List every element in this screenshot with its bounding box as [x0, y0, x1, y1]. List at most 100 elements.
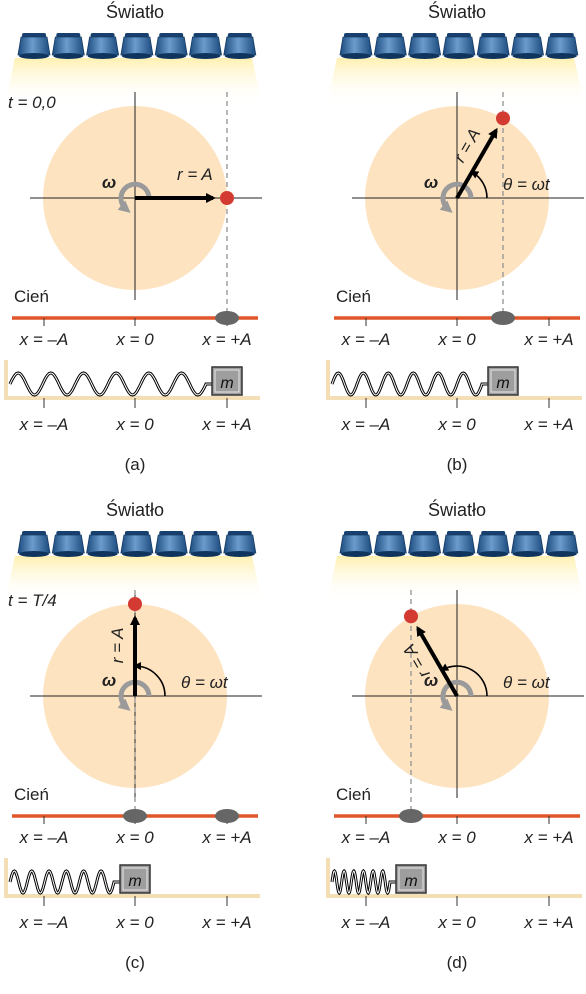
lamp-icon	[17, 33, 51, 59]
lamp-shade	[442, 36, 476, 56]
lamp-shade	[189, 36, 222, 56]
lamp-shade	[545, 534, 579, 554]
time-label: t = 0,0	[8, 93, 56, 112]
shadow-tick-label: x = –A	[19, 330, 69, 349]
theta-arc	[470, 171, 488, 199]
shadow-blob	[123, 809, 147, 823]
mass-block-icon: m	[487, 366, 519, 396]
omega-rotation-icon	[117, 181, 152, 213]
rotating-point	[496, 111, 510, 126]
panel-caption: (b)	[447, 455, 468, 474]
spring-tick-label: x = +A	[201, 913, 251, 932]
theta-arc	[133, 662, 166, 697]
shadow-tick-label: x = –A	[341, 330, 391, 349]
lamp-shade	[154, 534, 188, 554]
lamp-rim	[443, 551, 474, 557]
mass-block	[211, 366, 243, 396]
lamp-icon	[373, 33, 407, 59]
mass-block	[487, 366, 519, 396]
lamp-rim	[190, 551, 221, 557]
light-beam	[5, 556, 262, 602]
omega-label: ω	[102, 671, 116, 690]
lamp-rim	[19, 53, 49, 59]
lamp-icon	[86, 33, 120, 59]
lamp-shade	[120, 36, 154, 56]
radius-label: r = A	[177, 165, 213, 184]
spring-track	[4, 360, 260, 400]
spring-icon	[330, 868, 396, 896]
lamp-icon	[373, 531, 407, 557]
shadow-tick-label: x = 0	[437, 828, 476, 847]
lamp-rim	[190, 53, 221, 59]
spring-tick-label: x = 0	[437, 415, 476, 434]
lamp-icon	[339, 33, 373, 59]
mass-block-bevel	[122, 867, 148, 891]
lamp-shade	[17, 36, 51, 56]
spring-tick-label: x = +A	[523, 415, 573, 434]
shadow-blob	[399, 809, 423, 823]
light-label: Światło	[106, 1, 164, 22]
rotating-point	[128, 597, 142, 611]
mass-block	[395, 864, 427, 894]
spring-coil-inner	[9, 870, 120, 894]
light-label: Światło	[428, 499, 486, 520]
shadow-blob-previous	[215, 809, 239, 823]
shadow-blob	[491, 311, 515, 325]
spring-icon	[8, 869, 120, 895]
lamp-icon	[223, 33, 257, 59]
lamp-icon	[189, 531, 222, 557]
lamp-shade	[339, 36, 373, 56]
lamp-rim	[341, 53, 371, 59]
lamp-icon	[120, 33, 154, 59]
spring-tick-label: x = –A	[19, 415, 69, 434]
lamp-rim	[53, 53, 84, 59]
lamp-icon	[86, 531, 120, 557]
shadow-tick-label: x = +A	[523, 828, 573, 847]
lamp-rim	[87, 53, 118, 59]
panel-caption: (d)	[447, 953, 468, 972]
light-label: Światło	[428, 1, 486, 22]
lamp-icon	[511, 33, 544, 59]
lamp-icon	[511, 531, 544, 557]
lamp-rim	[375, 551, 406, 557]
panel-caption: (c)	[125, 953, 145, 972]
lamp-icon	[51, 33, 85, 59]
lamp-icon	[51, 531, 85, 557]
lamp-icon	[154, 33, 188, 59]
lamp-rim	[546, 551, 577, 557]
light-label: Światło	[106, 499, 164, 520]
lamp-rim	[341, 551, 371, 557]
spring-tick-label: x = 0	[115, 913, 154, 932]
lamp-shade	[51, 534, 85, 554]
lamp-rim	[375, 53, 406, 59]
lamp-shade	[442, 534, 476, 554]
radius-label: r = A	[108, 628, 127, 664]
shadow-blob	[215, 311, 239, 325]
spring-tick-label: x = 0	[437, 913, 476, 932]
lamp-shade	[86, 534, 120, 554]
shadow-label: Cień	[336, 785, 371, 804]
omega-arrow	[117, 181, 152, 213]
omega-rotation-icon	[117, 679, 152, 711]
omega-arrow	[117, 679, 152, 711]
panel-caption: (a)	[125, 455, 146, 474]
lamp-shade	[154, 36, 188, 56]
shadow-tick-label: x = +A	[523, 330, 573, 349]
spring-tick-label: x = +A	[523, 913, 573, 932]
spring-tick-label: x = +A	[201, 415, 251, 434]
lamp-shade	[373, 36, 407, 56]
spring-coil-inner	[331, 870, 396, 894]
lamp-icon	[442, 33, 476, 59]
mass-block-bevel	[214, 369, 240, 393]
spring-track	[326, 360, 582, 400]
lamp-icon	[408, 531, 442, 557]
spring-tick-label: x = –A	[19, 913, 69, 932]
shadow-tick-label: x = 0	[115, 330, 154, 349]
lamp-icon	[545, 531, 579, 557]
rotating-point	[220, 191, 234, 205]
shadow-tick-label: x = +A	[201, 828, 251, 847]
spring-tick-label: x = –A	[341, 415, 391, 434]
